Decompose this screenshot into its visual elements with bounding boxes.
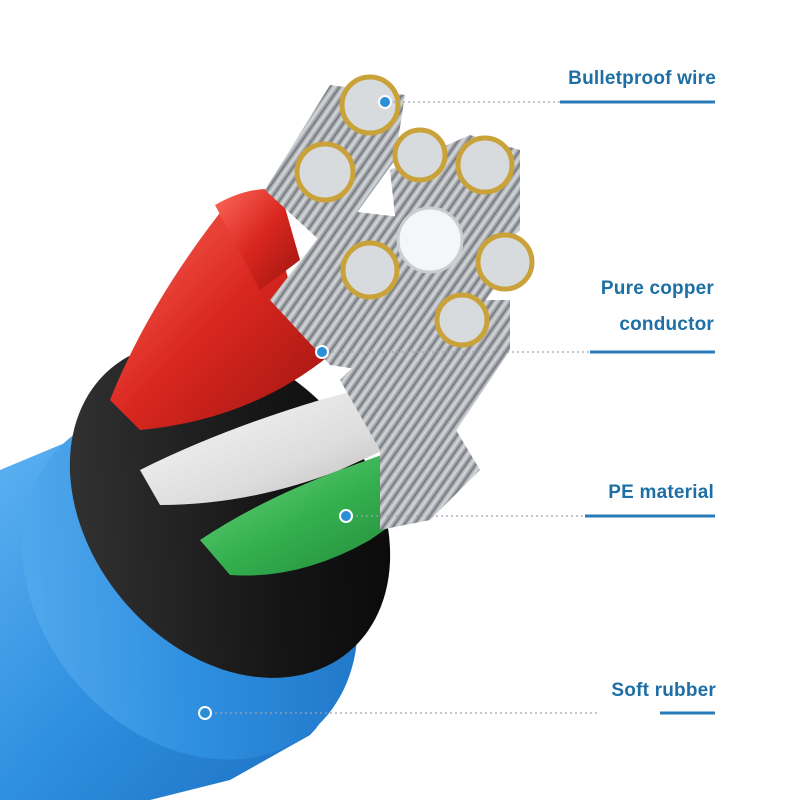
label-bulletproof-wire: Bulletproof wire (568, 68, 716, 90)
label-conductor: conductor (619, 314, 714, 336)
label-pure-copper: Pure copper (601, 278, 714, 300)
label-soft-rubber: Soft rubber (611, 680, 716, 702)
label-pe-material: PE material (608, 482, 714, 504)
leader-lines-solid (560, 102, 715, 713)
white-strand-core (398, 208, 462, 272)
